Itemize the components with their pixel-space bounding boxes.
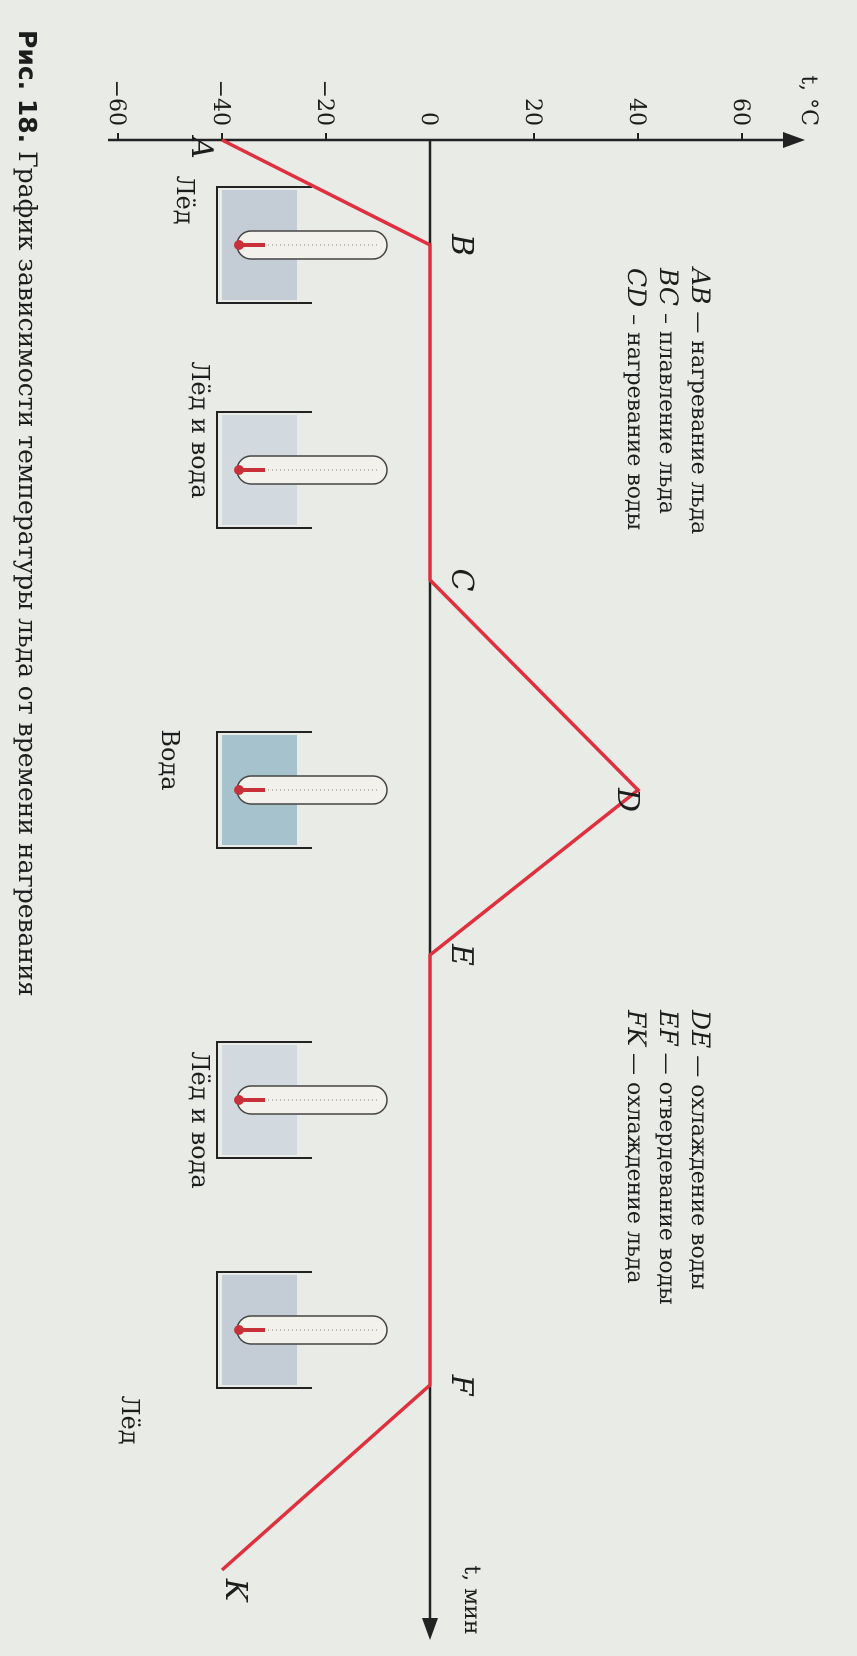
beaker-outline [216, 1271, 312, 1389]
legend-segment: FK [622, 1009, 651, 1047]
thermometer-bulb [234, 1095, 244, 1105]
point-label-a: A [184, 134, 219, 159]
y-tick-label: −20 [312, 80, 337, 126]
legend-segment: BC [654, 267, 683, 306]
legend-description: – нагревание воды [622, 307, 647, 530]
legend-item-ab: AB — нагревание льда [686, 266, 715, 534]
temperature-line [220, 138, 641, 1572]
thermometer-bulb [234, 240, 244, 250]
state-label: Лёд [171, 175, 199, 224]
beaker-ice-water-2 [216, 1041, 388, 1159]
x-axis-arrow-icon [422, 1618, 438, 1640]
point-label-e: E [444, 943, 479, 966]
legend-item-ef: EF — отвердевание воды [654, 1009, 683, 1305]
caption-text: График зависимости температуры льда от в… [13, 143, 42, 996]
legend-item-cd: CD – нагревание воды [622, 268, 651, 530]
x-axis-title: t, мин [459, 1565, 484, 1634]
state-label: Лёд и вода [186, 1051, 214, 1188]
point-label-f: F [444, 1374, 479, 1397]
y-tick-label: −40 [208, 80, 233, 126]
state-label: Лёд и вода [186, 361, 214, 498]
beaker-outline [216, 731, 312, 849]
figure-caption: Рис. 18. График зависимости температуры … [13, 30, 42, 997]
legend-description: — нагревание льда [686, 304, 711, 534]
thermometer-bulb [234, 785, 244, 795]
y-tick-label: 40 [624, 98, 649, 126]
beaker-outline [216, 186, 312, 304]
legend-segment: DE [686, 1009, 715, 1048]
y-tick-label: −60 [104, 80, 129, 126]
point-label-b: B [444, 233, 479, 256]
legend-description: – плавление льда [654, 306, 679, 514]
y-axis-arrow-icon [783, 132, 805, 148]
legend-segment: EF [654, 1009, 683, 1047]
legend-segment: AB [686, 266, 715, 304]
point-label-c: C [444, 569, 479, 592]
beaker-water [216, 731, 388, 849]
beaker-illustrations [216, 186, 388, 1389]
beaker-ice-2 [216, 1271, 388, 1389]
legend-item-fk: FK — охлаждение льда [622, 1009, 651, 1284]
beaker-ice-water-1 [216, 411, 388, 529]
y-axis-title: t, °C [796, 75, 821, 126]
legend-item-bc: BC – плавление льда [654, 267, 683, 514]
y-tick-label: 20 [520, 98, 545, 126]
legend-description: — охлаждение воды [686, 1048, 711, 1290]
legend-segment: CD [622, 268, 651, 307]
thermometer-bulb [234, 465, 244, 475]
legend-item-de: DE — охлаждение воды [686, 1009, 715, 1290]
caption-prefix: Рис. 18. [13, 30, 42, 143]
beaker-outline [216, 1041, 312, 1159]
y-tick-label: 60 [728, 98, 753, 126]
point-labels: A B C D E F K [184, 134, 645, 1603]
state-label: Вода [156, 729, 184, 790]
legend-description: — охлаждение льда [622, 1046, 647, 1284]
beaker-ice-1 [216, 186, 388, 304]
legend-description: — отвердевание воды [654, 1046, 679, 1305]
point-label-d: D [610, 787, 645, 812]
point-label-k: K [218, 1578, 253, 1603]
beaker-outline [216, 411, 312, 529]
state-label: Лёд [116, 1395, 144, 1444]
y-tick-label: 0 [416, 112, 441, 126]
y-ticks: 60 40 20 0 −20 −40 −60 [104, 80, 753, 141]
thermometer-bulb [234, 1325, 244, 1335]
